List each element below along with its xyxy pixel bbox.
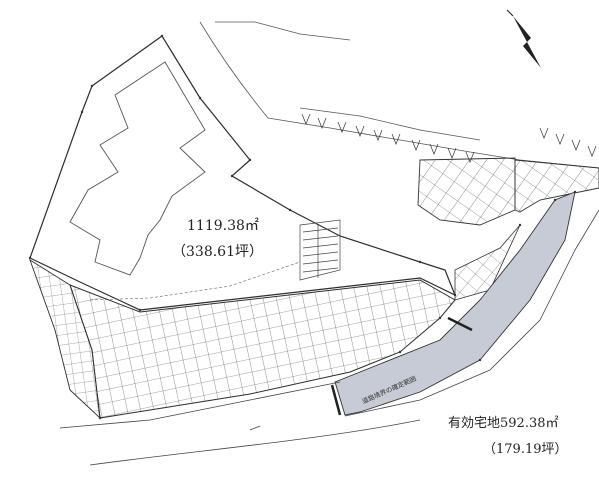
effective-area-tsubo-label: （179.19坪）	[483, 442, 568, 457]
road-boundary-shaded-area	[334, 191, 576, 416]
boundary-marker	[330, 384, 342, 416]
total-area-label: 1119.38㎡	[187, 218, 259, 234]
boundary-marker-2	[447, 316, 473, 332]
main-lot-boundary	[29, 35, 457, 311]
right-edge-hatched-block	[514, 159, 599, 213]
survey-point-markers	[28, 34, 577, 420]
effective-area-label: 有効宅地592.38㎡	[448, 416, 559, 431]
total-area-tsubo-label: （338.61坪）	[172, 244, 263, 260]
upper-road	[199, 21, 599, 169]
stairs	[299, 219, 341, 281]
building-outline	[69, 61, 206, 276]
upper-right-hatched-block	[417, 157, 516, 226]
north-arrow-icon	[506, 9, 541, 68]
lower-road	[59, 209, 599, 466]
tree-symbol-icon	[301, 113, 597, 163]
dashed-line	[89, 261, 301, 301]
